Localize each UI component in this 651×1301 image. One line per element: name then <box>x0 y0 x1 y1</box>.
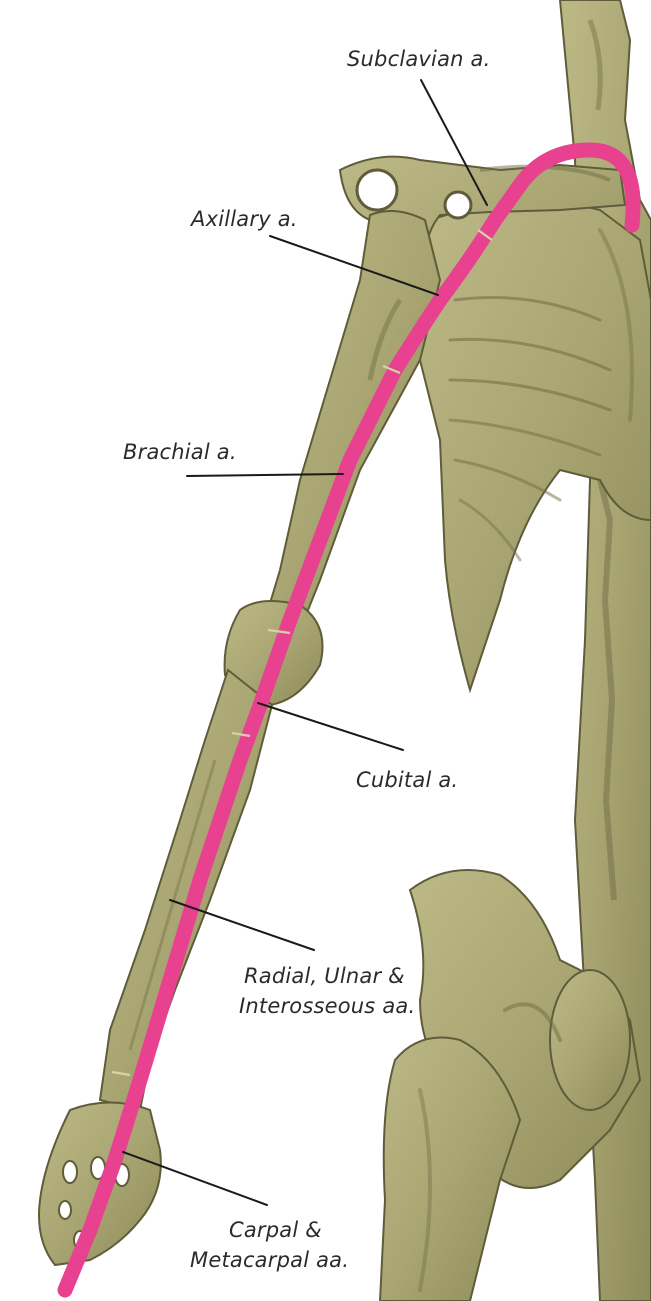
humerus <box>262 211 440 635</box>
label-cubital-artery: Cubital a. <box>356 768 458 792</box>
label-carpal-arteries-line2: Metacarpal aa. <box>190 1248 349 1272</box>
label-subclavian-artery: Subclavian a. <box>347 47 490 71</box>
label-brachial-artery: Brachial a. <box>123 440 237 464</box>
leader-cubital <box>258 703 403 750</box>
label-antebrachial-arteries-line2: Interosseous aa. <box>239 994 415 1018</box>
label-axillary-artery: Axillary a. <box>189 207 298 231</box>
label-antebrachial-arteries-line1: Radial, Ulnar & <box>244 964 405 988</box>
femur <box>380 1038 520 1301</box>
label-carpal-arteries-line1: Carpal & <box>229 1218 322 1242</box>
